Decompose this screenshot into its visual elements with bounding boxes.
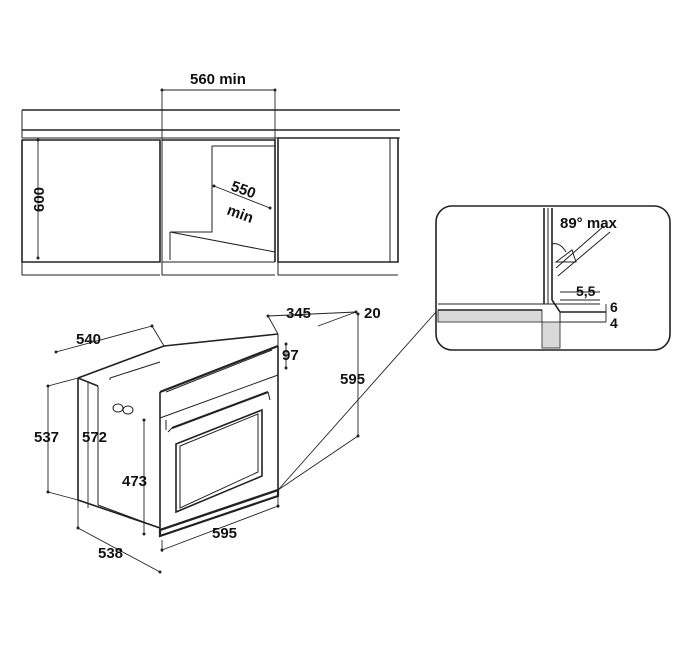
overall-depth-dimension: 540: [54, 324, 165, 354]
overall-height-label: 595: [340, 371, 365, 388]
control-panel-label: 97: [282, 347, 299, 364]
offset-lower-label: 4: [610, 315, 618, 331]
body-height-label: 572: [82, 429, 107, 446]
door-offset-label: 20: [364, 305, 381, 322]
gap-label: 5,5: [576, 283, 596, 299]
offset-upper-label: 6: [610, 299, 618, 315]
body-depth-label: 538: [98, 545, 123, 562]
max-angle-label: 89° max: [560, 215, 618, 232]
opening-width-label: 560 min: [190, 71, 246, 88]
detail-leader-line: [277, 311, 437, 491]
door-depth-label: 345: [286, 305, 311, 322]
body-depth-dimension: 538: [76, 500, 162, 574]
cavity-height-label: 473: [122, 473, 147, 490]
cabinet-height-label: 600: [31, 187, 48, 212]
overall-width-dimension: 595: [160, 496, 280, 552]
overall-width-label: 595: [212, 525, 237, 542]
control-panel-dimension: 97: [282, 342, 299, 370]
oven-drawing: [77, 333, 280, 538]
cabinet-drawing: [21, 109, 400, 276]
door-depth-dimension: 345 20: [266, 305, 381, 335]
cabinet-height-dimension: 600: [31, 138, 48, 260]
cavity-height-dimension: 473: [122, 418, 147, 536]
overall-depth-label: 540: [76, 331, 101, 348]
body-height-dimension: 572: [82, 382, 107, 508]
detail-inset: 89° max 5,5 6 4: [435, 205, 671, 351]
opening-depth-dimension: 550 min: [212, 178, 272, 227]
opening-depth-label-1: 550: [229, 178, 258, 203]
opening-depth-label-2: min: [225, 202, 256, 227]
overall-height-dimension: 595: [277, 312, 365, 491]
left-depth-label: 537: [34, 429, 59, 446]
left-depth-dimension: 537: [34, 377, 79, 501]
opening-width-dimension: 560 min: [160, 71, 277, 140]
